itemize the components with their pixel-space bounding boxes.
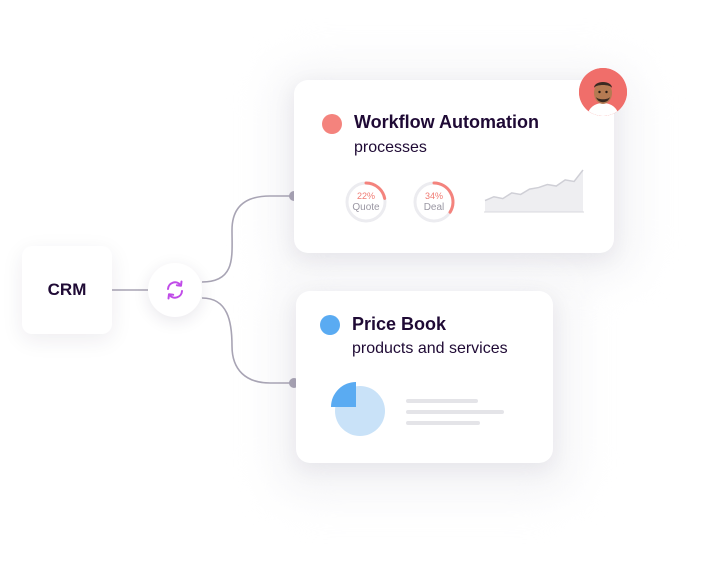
price-book-title: Price Book xyxy=(352,314,447,334)
crm-label: CRM xyxy=(47,280,87,299)
placeholder-text-line-2 xyxy=(406,410,504,414)
price-book-card[interactable]: Price Book products and services xyxy=(296,291,553,463)
pricing-pie-chart xyxy=(331,382,385,436)
deal-gauge-percent: 34% xyxy=(424,191,443,201)
sync-to-workflow-line xyxy=(201,195,294,283)
quote-gauge-label: Quote xyxy=(352,202,380,213)
placeholder-text-line-3 xyxy=(406,421,480,425)
deal-gauge: 34% Deal xyxy=(412,180,456,224)
gauge-progress-arc xyxy=(364,181,387,200)
user-avatar[interactable] xyxy=(579,68,627,116)
workflow-title: Workflow Automation xyxy=(354,112,539,132)
sparkline-line xyxy=(484,169,584,202)
workflow-automation-card[interactable]: Workflow Automation processes 22% Quote … xyxy=(294,80,614,253)
pie-slice-highlight xyxy=(331,382,356,407)
sync-node[interactable] xyxy=(148,263,202,317)
workflow-status-dot xyxy=(322,114,342,134)
quote-gauge: 22% Quote xyxy=(344,180,388,224)
price-book-status-dot xyxy=(320,315,340,335)
placeholder-text-line-1 xyxy=(406,399,478,403)
user-avatar-photo xyxy=(579,68,627,116)
sync-to-pricebook-line xyxy=(201,297,294,384)
deal-gauge-label: Deal xyxy=(423,202,445,213)
crm-node[interactable]: CRM xyxy=(22,246,112,334)
sync-arrows-icon xyxy=(167,280,183,300)
price-book-subtitle: products and services xyxy=(352,340,508,357)
trend-sparkline xyxy=(484,169,584,213)
gauge-progress-arc xyxy=(432,181,455,214)
workflow-subtitle: processes xyxy=(354,139,427,156)
quote-gauge-percent: 22% xyxy=(356,191,375,201)
sparkline-area xyxy=(485,170,583,212)
